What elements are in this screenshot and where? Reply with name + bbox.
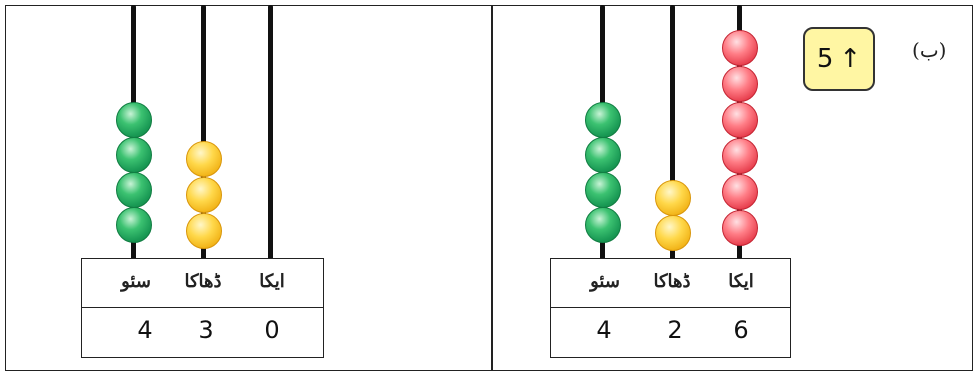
up-arrow-icon: ↑	[839, 44, 862, 74]
left-tens-bead	[186, 213, 222, 249]
right-digit-ones: 6	[733, 316, 749, 344]
right-ones-bead	[722, 210, 758, 246]
right-header-ones: ایکا	[728, 271, 754, 292]
left-digit-ones: 0	[264, 316, 280, 344]
change-indicator: 5 ↑	[803, 27, 875, 91]
change-amount: 5	[816, 44, 834, 74]
outer-frame	[5, 5, 973, 371]
right-ones-bead	[722, 66, 758, 102]
left-place-value-table: سئو ڈھاکا ایکا 4 3 0	[81, 258, 324, 358]
left-header-hundreds: سئو	[121, 271, 151, 292]
right-rod-tens	[670, 5, 675, 260]
left-hundreds-bead	[116, 172, 152, 208]
left-header-row: سئو ڈھاکا ایکا	[82, 259, 323, 308]
left-digit-tens: 3	[198, 316, 214, 344]
left-tens-bead	[186, 141, 222, 177]
left-digit-hundreds: 4	[137, 316, 153, 344]
right-hundreds-bead	[585, 102, 621, 138]
part-label: (ب)	[912, 38, 947, 62]
right-tens-bead	[655, 215, 691, 251]
right-hundreds-bead	[585, 207, 621, 243]
right-header-hundreds: سئو	[590, 271, 620, 292]
right-header-row: سئو ڈھاکا ایکا	[551, 259, 790, 308]
right-hundreds-bead	[585, 172, 621, 208]
right-ones-bead	[722, 138, 758, 174]
right-hundreds-bead	[585, 137, 621, 173]
left-tens-bead	[186, 177, 222, 213]
right-digit-row: 4 2 6	[551, 307, 790, 357]
right-header-tens: ڈھاکا	[653, 271, 691, 292]
left-rod-ones	[268, 5, 273, 260]
right-place-value-table: سئو ڈھاکا ایکا 4 2 6	[550, 258, 791, 358]
left-hundreds-bead	[116, 207, 152, 243]
right-digit-hundreds: 4	[596, 316, 612, 344]
left-header-ones: ایکا	[259, 271, 285, 292]
left-header-tens: ڈھاکا	[184, 271, 222, 292]
right-ones-bead	[722, 30, 758, 66]
right-ones-bead	[722, 174, 758, 210]
left-rod-tens	[201, 5, 206, 260]
right-digit-tens: 2	[667, 316, 683, 344]
left-hundreds-bead	[116, 102, 152, 138]
panel-divider	[491, 5, 493, 371]
right-tens-bead	[655, 180, 691, 216]
right-ones-bead	[722, 102, 758, 138]
left-hundreds-bead	[116, 137, 152, 173]
left-digit-row: 4 3 0	[82, 307, 323, 357]
